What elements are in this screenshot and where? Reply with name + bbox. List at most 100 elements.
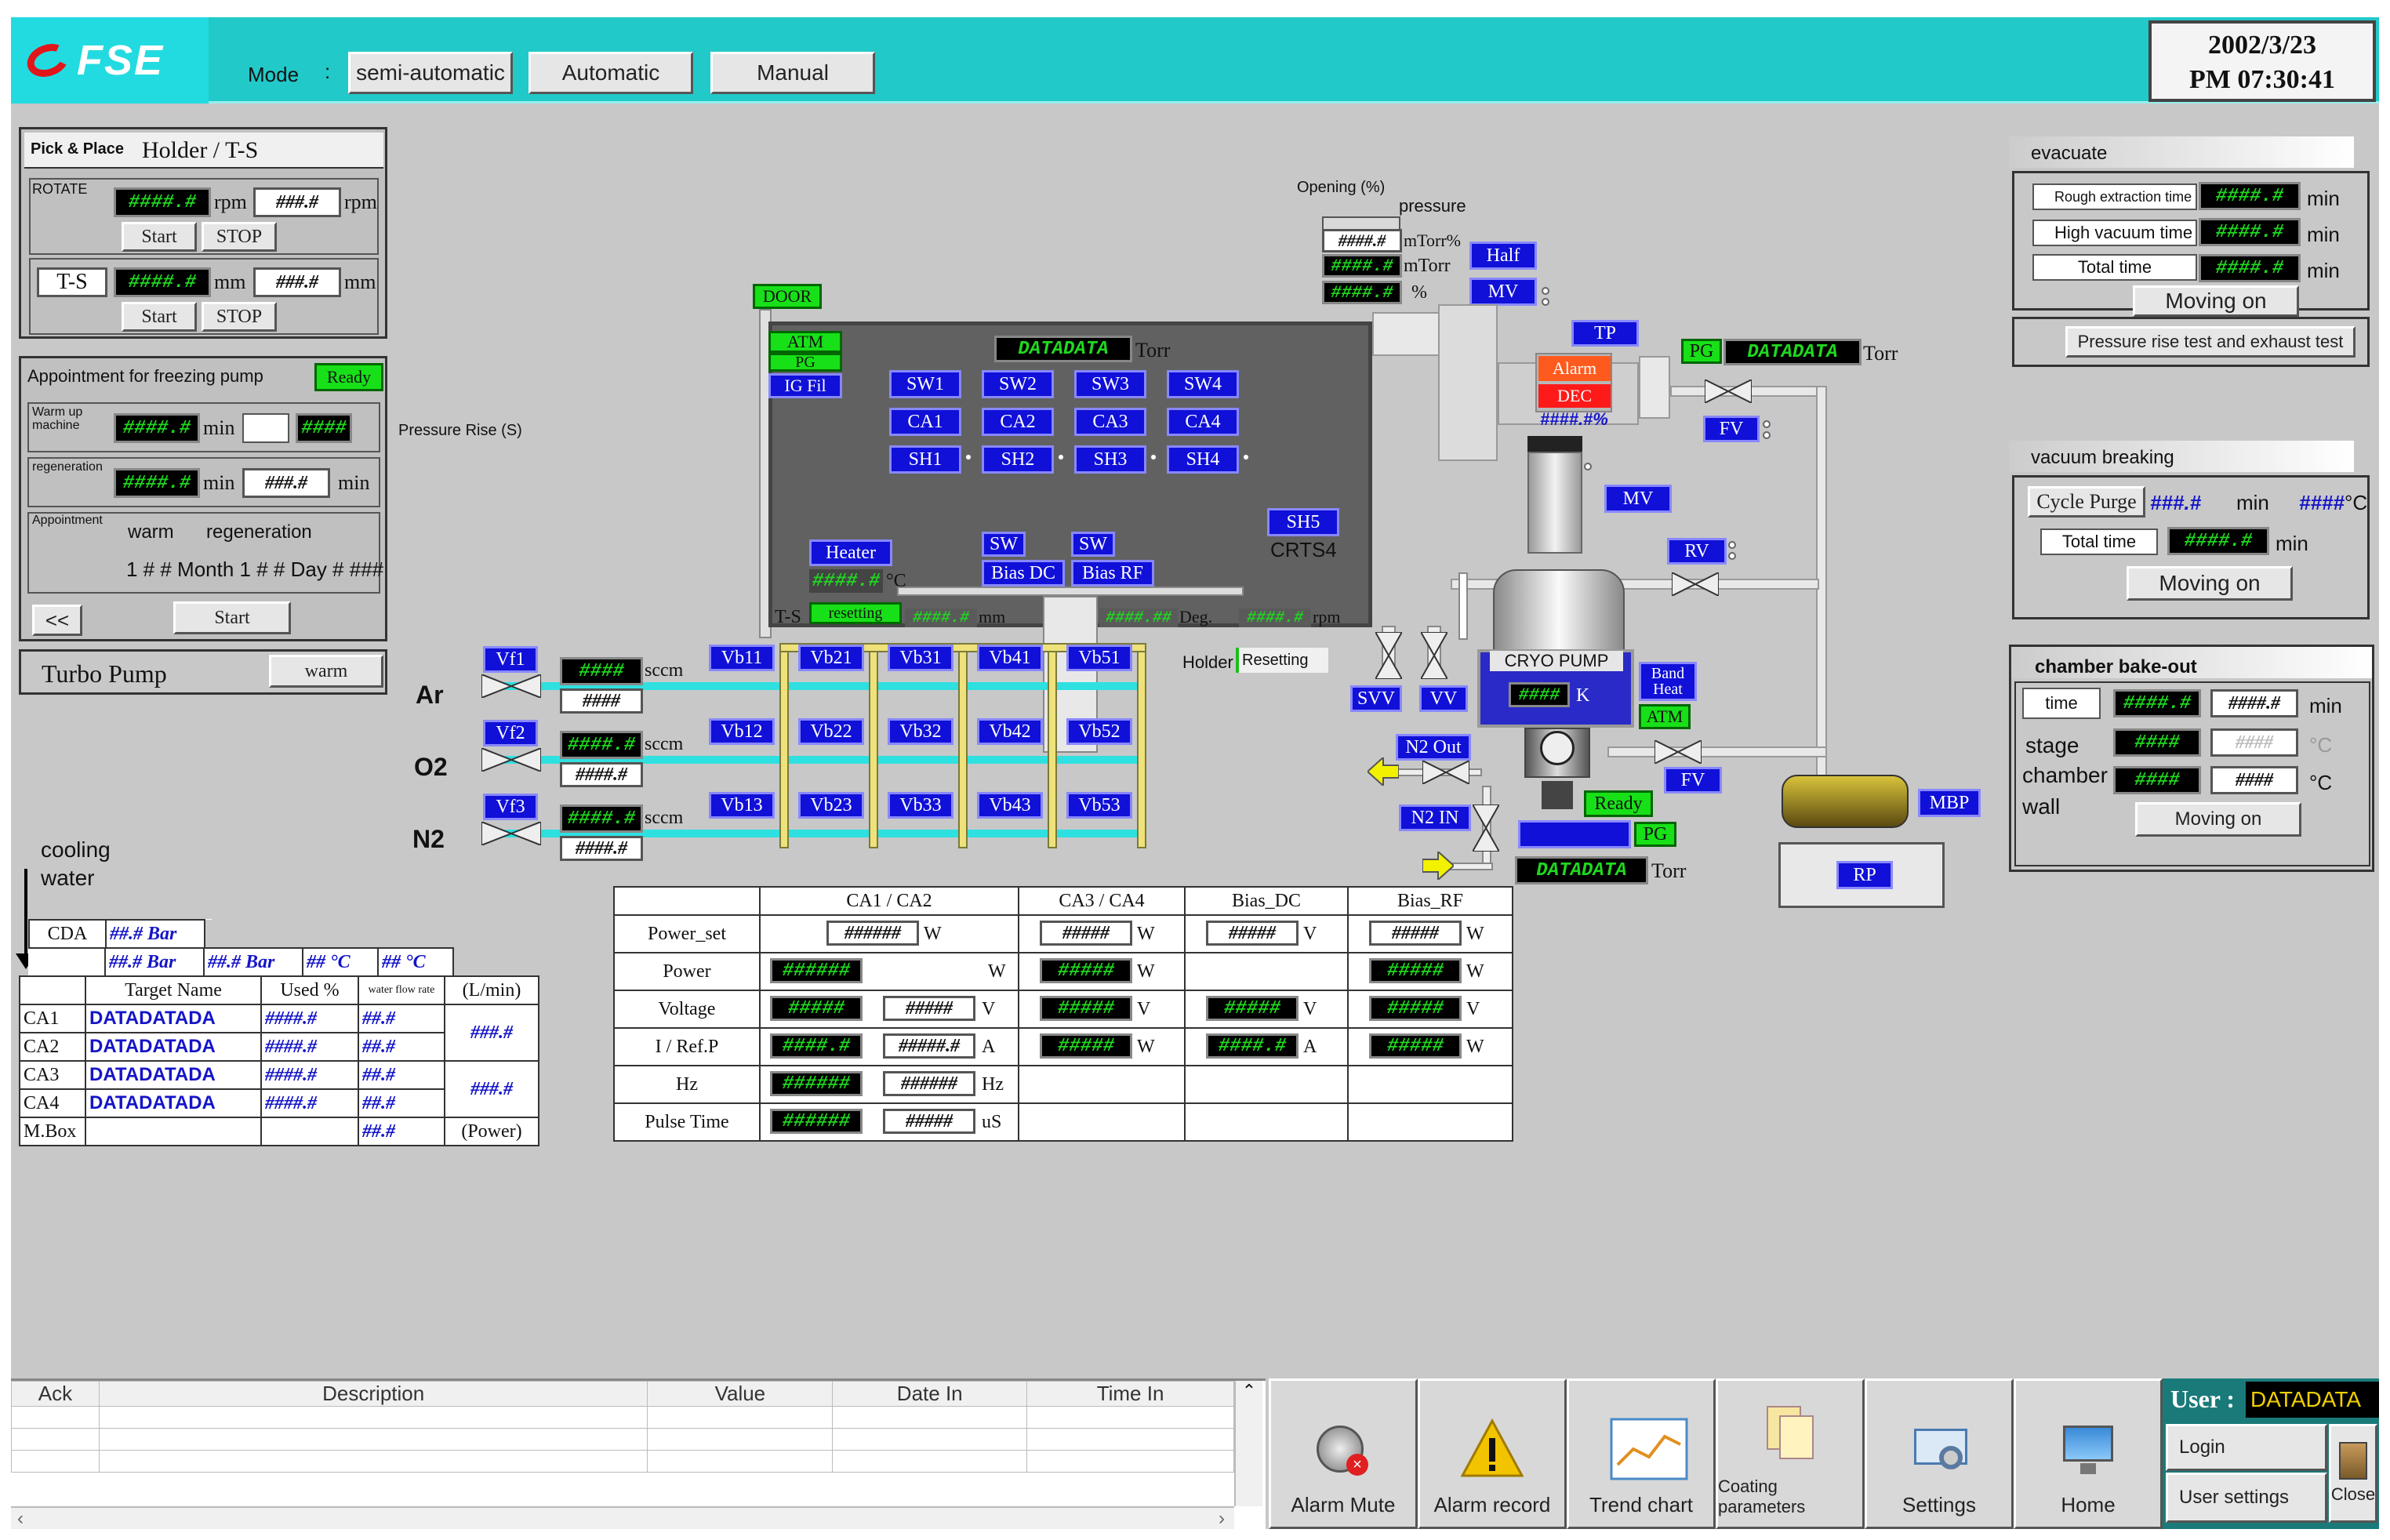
alarm-mute-button[interactable]: × Alarm Mute: [1269, 1378, 1418, 1529]
rotate-start-button[interactable]: Start: [122, 222, 197, 252]
ca12-hz-input[interactable]: ######: [883, 1071, 975, 1096]
fv-bottom-valve-icon[interactable]: [1654, 740, 1702, 764]
alarm-vscrollbar[interactable]: ⌃: [1234, 1381, 1262, 1506]
turbo-state-button[interactable]: warm: [269, 655, 383, 688]
coating-parameters-button[interactable]: Coating parameters: [1716, 1378, 1865, 1529]
fv-valve-icon[interactable]: [1705, 380, 1752, 403]
appoint-regeneration[interactable]: regeneration: [206, 521, 312, 543]
ar-flow-setpoint[interactable]: ####: [560, 688, 643, 714]
alarm-record-button[interactable]: Alarm record: [1418, 1378, 1567, 1529]
opening-input[interactable]: ####.#: [1322, 229, 1402, 252]
tp-button[interactable]: TP: [1571, 320, 1639, 347]
alarm-col-datein[interactable]: Date In: [832, 1381, 1028, 1407]
svv-button[interactable]: SVV: [1350, 685, 1402, 712]
n2-in-valve-icon[interactable]: [1473, 805, 1499, 852]
bake-stage-input[interactable]: ####: [2210, 728, 2298, 757]
bake-chamber-input[interactable]: ####: [2210, 766, 2298, 794]
heater-button[interactable]: Heater: [809, 539, 892, 566]
ca12-current-input[interactable]: #####.#: [883, 1033, 975, 1059]
biasdc-button[interactable]: Bias DC: [982, 560, 1065, 587]
sw3-button[interactable]: SW3: [1074, 370, 1146, 398]
vb41-button[interactable]: Vb41: [977, 645, 1043, 671]
sw2-button[interactable]: SW2: [982, 370, 1054, 398]
sh3-button[interactable]: SH3: [1074, 445, 1146, 474]
rv-valve-icon[interactable]: [1672, 572, 1719, 596]
fv-top-button[interactable]: FV: [1703, 416, 1760, 442]
ca3-button[interactable]: CA3: [1074, 408, 1146, 436]
biasdc-powerset-input[interactable]: #####: [1206, 921, 1299, 946]
ca1-button[interactable]: CA1: [889, 408, 961, 436]
vbreak-moving-on-button[interactable]: Moving on: [2127, 566, 2293, 601]
trend-chart-button[interactable]: Trend chart: [1567, 1378, 1716, 1529]
appoint-warm[interactable]: warm: [128, 521, 174, 543]
vb13-button[interactable]: Vb13: [709, 792, 775, 819]
mode-manual-button[interactable]: Manual: [710, 52, 875, 94]
vf1-valve-icon[interactable]: [481, 674, 541, 698]
vv-valve-icon[interactable]: [1421, 632, 1447, 679]
bake-moving-on-button[interactable]: Moving on: [2135, 802, 2301, 837]
n2-flow-setpoint[interactable]: ####.#: [560, 836, 643, 861]
rotate-stop-button[interactable]: STOP: [202, 222, 277, 252]
scroll-right-icon[interactable]: ›: [1219, 1508, 1225, 1529]
vb33-button[interactable]: Vb33: [888, 792, 953, 819]
vb21-button[interactable]: Vb21: [798, 645, 864, 671]
home-button[interactable]: Home: [2014, 1378, 2163, 1529]
vf3-button[interactable]: Vf3: [483, 794, 538, 820]
vf2-button[interactable]: Vf2: [483, 720, 538, 746]
n2-out-button[interactable]: N2 Out: [1396, 734, 1471, 761]
vb12-button[interactable]: Vb12: [709, 718, 775, 745]
pressure-rise-test-button[interactable]: Pressure rise test and exhaust test: [2065, 326, 2355, 358]
alarm-col-description[interactable]: Description: [98, 1381, 648, 1407]
half-button[interactable]: Half: [1469, 242, 1537, 270]
biasrf-button[interactable]: Bias RF: [1071, 560, 1154, 587]
alarm-hscrollbar[interactable]: ‹ ›: [11, 1506, 1234, 1529]
n2-out-valve-icon[interactable]: [1422, 761, 1469, 784]
mode-semi-automatic-button[interactable]: semi-automatic: [348, 52, 513, 94]
n2-in-button[interactable]: N2 IN: [1399, 805, 1471, 831]
vb11-button[interactable]: Vb11: [709, 645, 775, 671]
ca34-powerset-input[interactable]: #####: [1040, 921, 1132, 946]
close-button[interactable]: Close: [2329, 1424, 2377, 1523]
mode-automatic-button[interactable]: Automatic: [528, 52, 693, 94]
vb52-button[interactable]: Vb52: [1066, 718, 1132, 745]
settings-button[interactable]: Settings: [1865, 1378, 2014, 1529]
vb31-button[interactable]: Vb31: [888, 645, 953, 671]
user-settings-button[interactable]: User settings: [2166, 1473, 2327, 1523]
rotate-setpoint-input[interactable]: ###.#: [253, 187, 341, 217]
appoint-schedule[interactable]: 1 # # Month 1 # # Day # ###: [126, 558, 384, 581]
band-heat-button[interactable]: Band Heat: [1639, 662, 1697, 701]
ts-start-button[interactable]: Start: [122, 302, 197, 332]
tab-pick-place[interactable]: Pick & Place: [31, 140, 124, 158]
mbp-button[interactable]: MBP: [1918, 789, 1981, 817]
ca12-pulse-input[interactable]: #####: [883, 1109, 975, 1134]
fv-bottom-button[interactable]: FV: [1664, 767, 1722, 794]
vb42-button[interactable]: Vb42: [977, 718, 1043, 745]
sw-biasdc-button[interactable]: SW: [982, 532, 1026, 557]
vv-button[interactable]: VV: [1419, 685, 1468, 712]
scroll-left-icon[interactable]: ‹: [17, 1508, 24, 1529]
warmup-input[interactable]: [242, 413, 289, 443]
back-button[interactable]: <<: [32, 605, 82, 636]
evacuate-moving-on-button[interactable]: Moving on: [2133, 285, 2299, 317]
alarm-col-value[interactable]: Value: [647, 1381, 834, 1407]
vb23-button[interactable]: Vb23: [798, 792, 864, 819]
regen-input[interactable]: ###.#: [242, 468, 330, 498]
vb53-button[interactable]: Vb53: [1066, 792, 1132, 819]
ts-stop-button[interactable]: STOP: [202, 302, 277, 332]
sh2-button[interactable]: SH2: [982, 445, 1054, 474]
o2-flow-setpoint[interactable]: ####.#: [560, 762, 643, 787]
cycle-purge-button[interactable]: Cycle Purge: [2028, 486, 2145, 518]
login-button[interactable]: Login: [2166, 1424, 2327, 1471]
sh5-button[interactable]: SH5: [1267, 508, 1339, 536]
rv-button[interactable]: RV: [1667, 538, 1727, 565]
vf1-button[interactable]: Vf1: [483, 646, 538, 673]
ca12-voltage-input[interactable]: #####: [883, 996, 975, 1021]
sh1-button[interactable]: SH1: [889, 445, 961, 474]
mv-top-button[interactable]: MV: [1469, 278, 1537, 306]
ts-setpoint-input[interactable]: ###.#: [253, 267, 341, 297]
alarm-col-ack[interactable]: Ack: [11, 1381, 100, 1407]
alarm-col-timein[interactable]: Time In: [1026, 1381, 1234, 1407]
sw4-button[interactable]: SW4: [1167, 370, 1239, 398]
rp-button[interactable]: RP: [1836, 861, 1893, 889]
bake-time-input[interactable]: ####.#: [2210, 689, 2298, 717]
